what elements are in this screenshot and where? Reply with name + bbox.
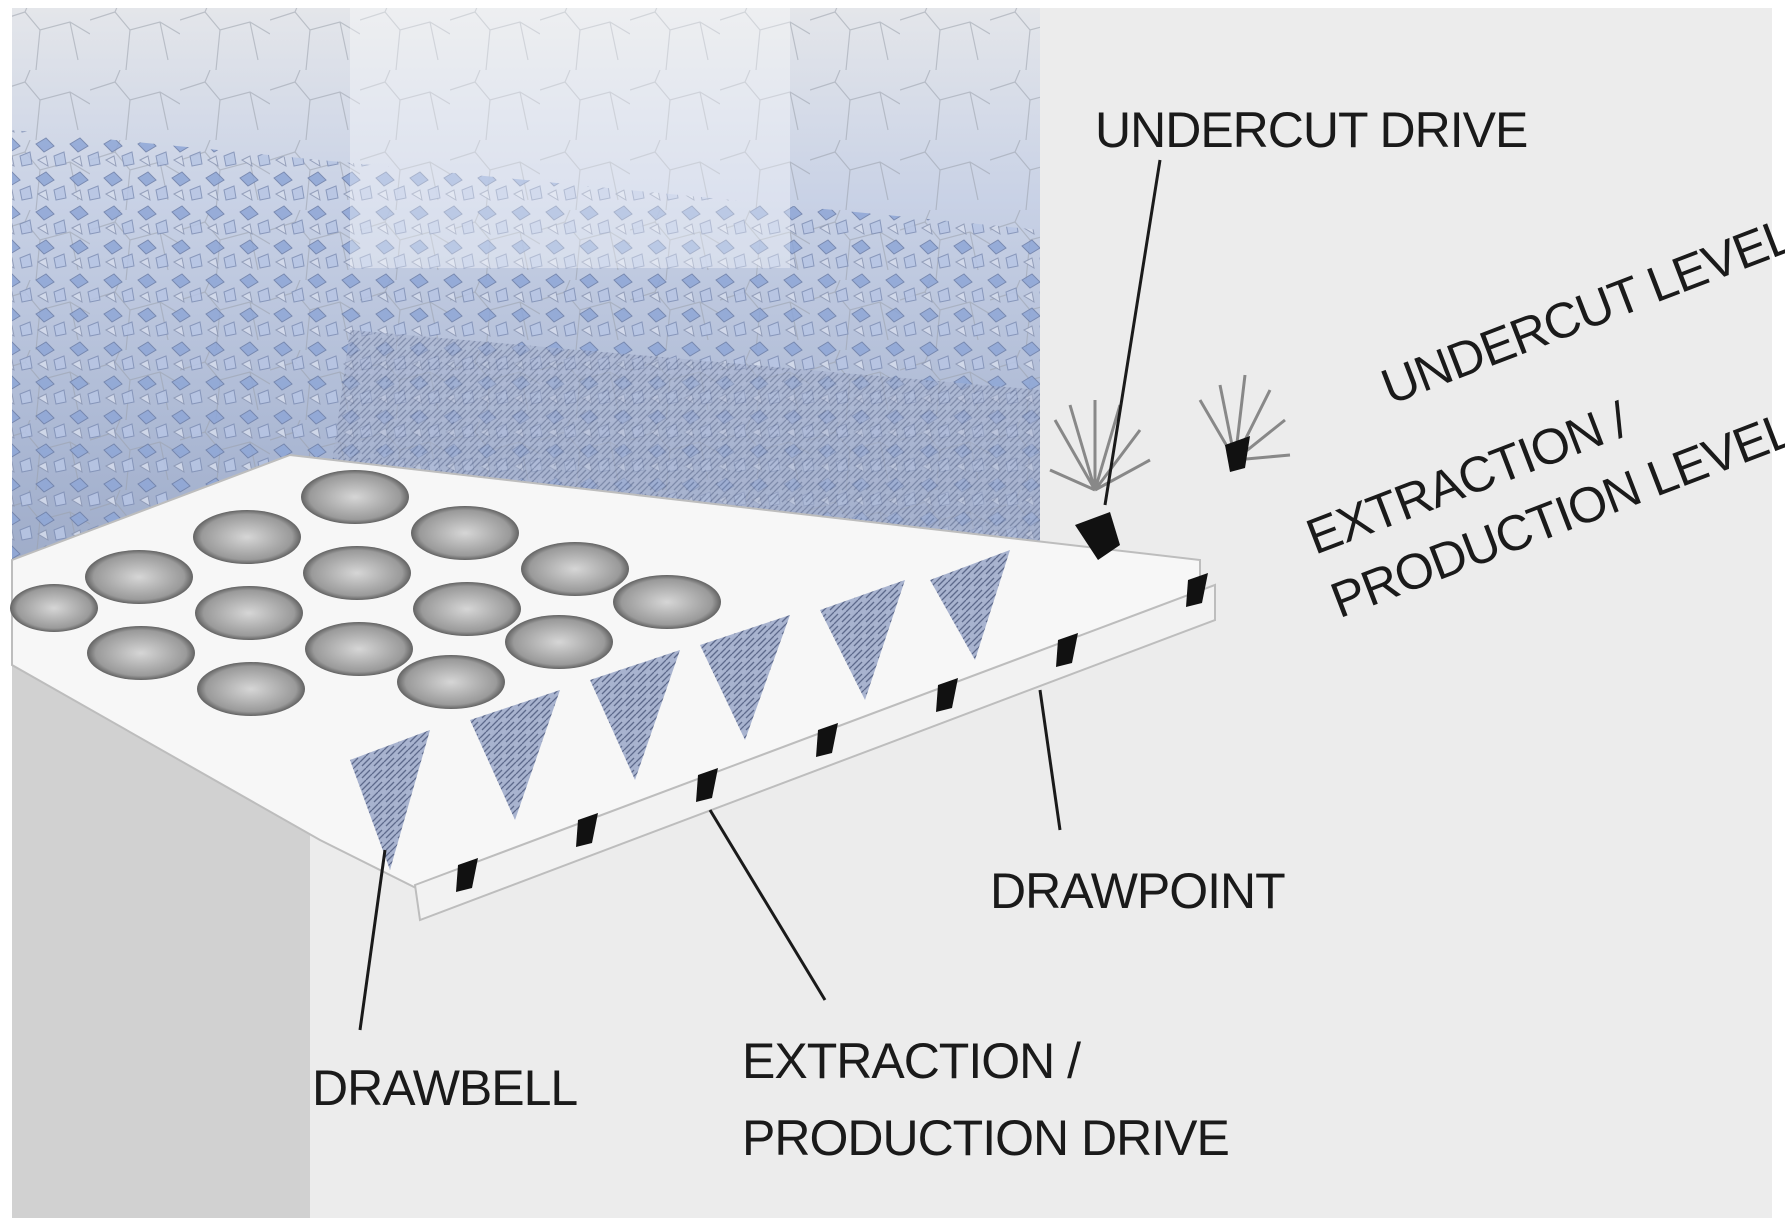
leader-lines — [358, 159, 1162, 1031]
label-undercut-drive: UNDERCUT DRIVE — [1095, 102, 1527, 158]
undercut-drive-opening — [1075, 512, 1120, 560]
drawbell-grid — [10, 470, 721, 716]
block-front-face-shade — [12, 665, 310, 1218]
leader-drawbell — [358, 849, 387, 1031]
undercut-drive-opening-2 — [1225, 436, 1250, 472]
label-extraction-drive-line2: PRODUCTION DRIVE — [742, 1110, 1229, 1166]
label-drawbell: DRAWBELL — [312, 1060, 577, 1116]
drawpoint-openings — [456, 573, 1208, 892]
leader-drawpoint — [1038, 689, 1062, 831]
label-extraction-drive-line1: EXTRACTION / — [742, 1033, 1081, 1089]
label-drawpoint: DRAWPOINT — [990, 863, 1285, 919]
leader-undercut-drive — [1103, 159, 1162, 506]
drawbell-cones — [350, 550, 1010, 870]
leader-extraction-drive — [708, 809, 827, 1001]
undercut-blast-fans — [1049, 374, 1291, 492]
